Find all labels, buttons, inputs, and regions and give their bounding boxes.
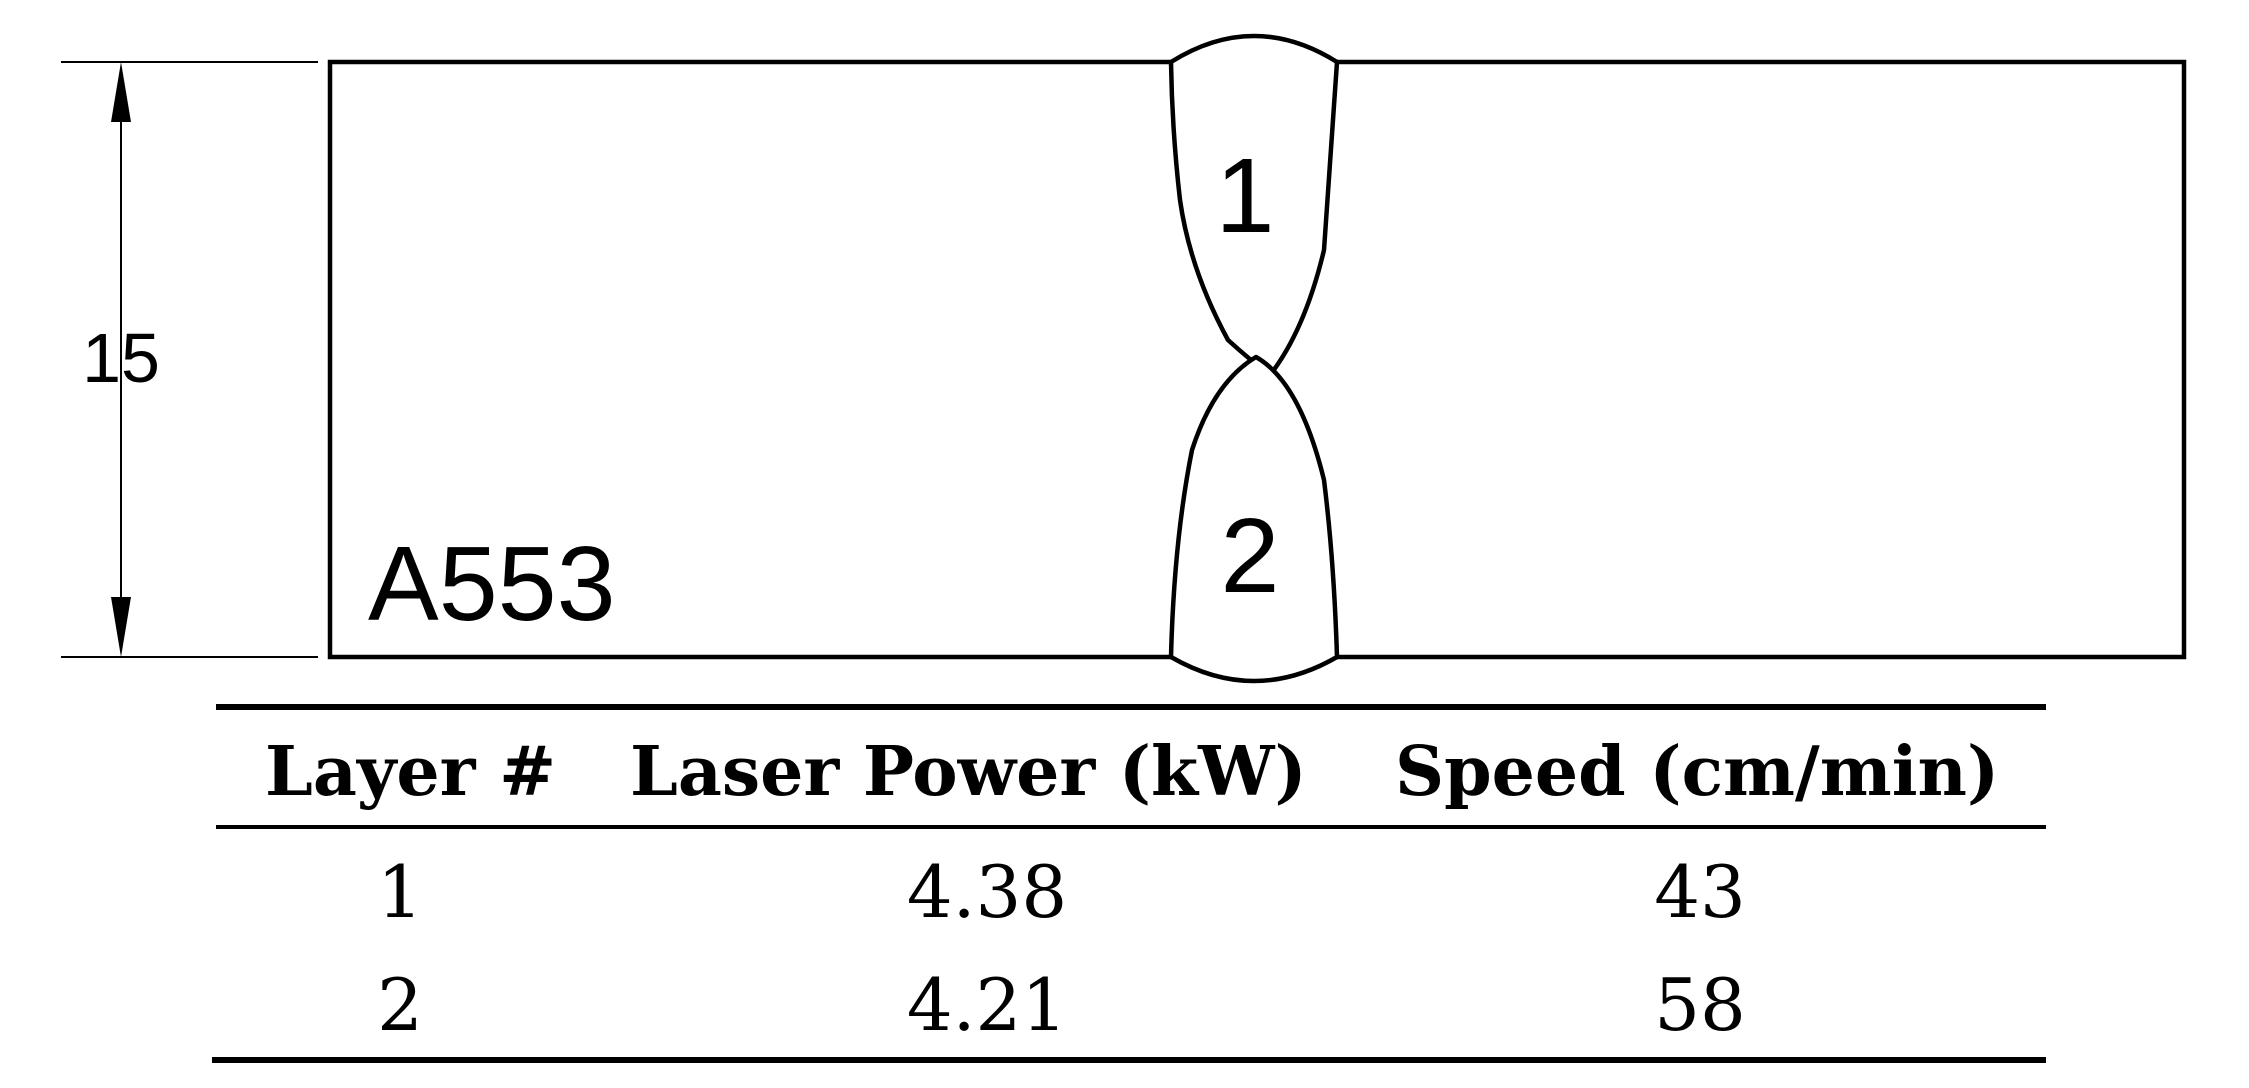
weld-bead-1: [1168, 33, 1340, 378]
table-row-2-speed: 58: [1654, 963, 1746, 1047]
weld-layer-2-label: 2: [1221, 497, 1280, 615]
table-row-2-power: 4.21: [907, 963, 1067, 1047]
dimension-arrow-down-icon: [111, 597, 131, 657]
table-header-layer: Layer #: [265, 732, 556, 812]
table-row-1-layer: 1: [377, 850, 423, 934]
table-row-1-speed: 43: [1654, 850, 1746, 934]
table-row-1-power: 4.38: [907, 850, 1067, 934]
material-label: A553: [368, 525, 616, 643]
weld-bead-2: [1168, 354, 1340, 684]
plate-right-outline: [1337, 59, 2187, 660]
plate-left-outline: [327, 59, 1171, 660]
table-header-speed: Speed (cm/min): [1395, 732, 1999, 812]
weld-layer-1-label: 1: [1216, 137, 1275, 255]
dimension-arrow-up-icon: [111, 62, 131, 122]
table-header-laser-power: Laser Power (kW): [630, 732, 1307, 812]
table-row-2-layer: 2: [377, 963, 423, 1047]
thickness-label: 15: [82, 319, 160, 397]
